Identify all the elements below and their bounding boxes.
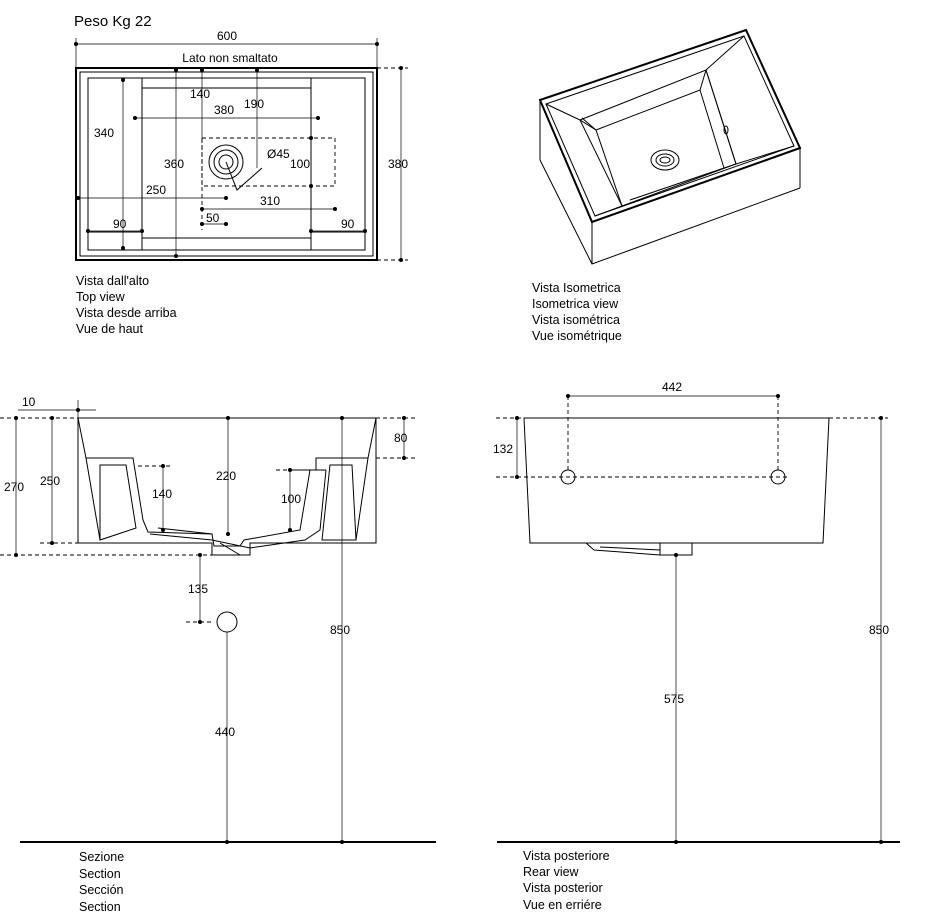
- waste-pipe: [216, 611, 238, 633]
- dim-100-top: 100: [290, 157, 310, 171]
- caption-line: Sección: [79, 883, 124, 897]
- top-inner-rim: [79, 71, 374, 257]
- caption-line: Isometrica view: [532, 297, 619, 311]
- dim-600: 600: [217, 29, 237, 43]
- drain-inner: [213, 149, 239, 175]
- caption-line: Vue en erriére: [523, 898, 602, 912]
- dim-440: 440: [215, 725, 235, 739]
- rear-view: 442 132 850 575 Vista posteriore Rear vi…: [493, 380, 900, 912]
- dim-442: 442: [662, 380, 682, 394]
- section-captions: Sezione Section Sección Section: [79, 850, 124, 914]
- dim-140-top: 140: [190, 87, 210, 101]
- dim-132: 132: [493, 442, 513, 456]
- iso-drain: [650, 149, 680, 171]
- isometric-view: Vista Isometrica Isometrica view Vista i…: [532, 28, 802, 343]
- dim-80: 80: [394, 431, 408, 445]
- dim-10: 10: [22, 395, 36, 409]
- caption-line: Vue isométrique: [532, 329, 622, 343]
- dim-850-rear: 850: [869, 623, 889, 637]
- iso-view-captions: Vista Isometrica Isometrica view Vista i…: [532, 281, 622, 343]
- drain-outer: [208, 144, 244, 180]
- caption-line: Vista posteriore: [523, 849, 610, 863]
- caption-line: Vista posterior: [523, 881, 603, 895]
- weight-title: Peso Kg 22: [74, 13, 152, 30]
- dim-250-section: 250: [40, 474, 60, 488]
- caption-line: Vista desde arriba: [76, 306, 177, 320]
- section-outline: [77, 418, 377, 556]
- dim-50: 50: [206, 211, 220, 225]
- caption-line: Vista isométrica: [532, 313, 620, 327]
- dim-850-section: 850: [330, 623, 350, 637]
- iso-rim: [538, 28, 802, 224]
- dim-hole: Ø45: [267, 147, 290, 161]
- caption-line: Rear view: [523, 865, 580, 879]
- dim-100-section: 100: [281, 492, 301, 506]
- caption-line: Section: [79, 900, 121, 914]
- right-shelf: [310, 77, 366, 251]
- caption-line: Sezione: [79, 850, 124, 864]
- dim-340: 340: [94, 126, 114, 140]
- drain-core: [218, 154, 234, 170]
- dim-140-section: 140: [152, 487, 172, 501]
- dim-380-width: 380: [214, 103, 234, 117]
- iso-base: [539, 159, 801, 265]
- left-shelf: [87, 77, 143, 251]
- dim-220: 220: [216, 469, 236, 483]
- dim-190: 190: [244, 97, 264, 111]
- caption-line: Section: [79, 867, 121, 881]
- iso-overflow: [723, 125, 729, 135]
- dim-310: 310: [260, 194, 280, 208]
- top-view-captions: Vista dall'alto Top view Vista desde arr…: [76, 274, 177, 336]
- dim-270: 270: [4, 480, 24, 494]
- dim-90-left: 90: [113, 217, 127, 231]
- dim-380-depth: 380: [388, 157, 408, 171]
- caption-line: Vista dall'alto: [76, 274, 149, 288]
- dim-135: 135: [188, 582, 208, 596]
- dim-250-top: 250: [146, 183, 166, 197]
- caption-line: Top view: [76, 290, 126, 304]
- dim-90-right: 90: [341, 217, 355, 231]
- rear-outline: [523, 417, 830, 544]
- dim-360: 360: [164, 157, 184, 171]
- caption-line: Vista Isometrica: [532, 281, 621, 295]
- dim-575: 575: [664, 692, 684, 706]
- top-view: 600 Lato non smaltato 380 360 340 140 19…: [74, 29, 408, 336]
- top-outer-rim: [75, 67, 378, 261]
- caption-line: Vue de haut: [76, 322, 143, 336]
- unglazed-note: Lato non smaltato: [182, 51, 278, 65]
- rear-view-captions: Vista posteriore Rear view Vista posteri…: [523, 849, 610, 912]
- section-view: 10 270 250 80 220 140 100: [0, 395, 436, 914]
